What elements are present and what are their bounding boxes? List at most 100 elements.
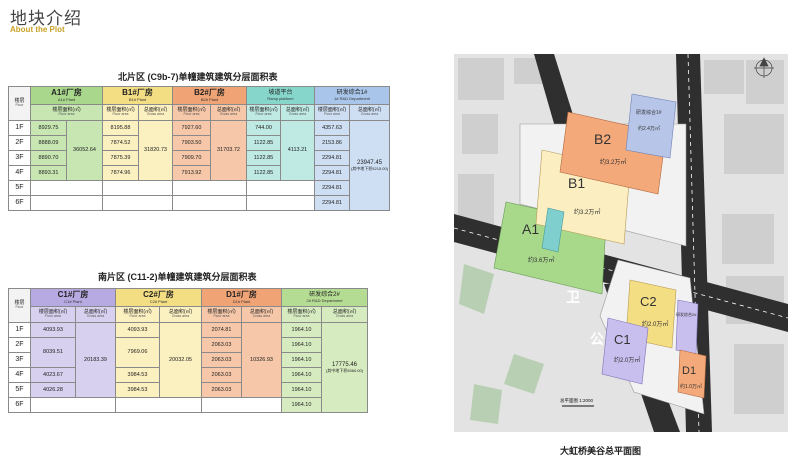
scale-bar: 总平面图 1:2000 — [560, 397, 594, 407]
floor-label: 1F — [8, 322, 31, 338]
cell: 1964.10 — [281, 352, 322, 368]
cell: 7874.96 — [102, 165, 139, 181]
cell: 1964.10 — [281, 337, 322, 353]
empty-cell — [115, 397, 202, 413]
cell: 2063.03 — [201, 337, 242, 353]
floor-label: 6F — [8, 195, 31, 211]
c2-col2: 总面积(㎡)Gross area — [159, 306, 202, 323]
rd2-label: 研发综合2# — [676, 311, 697, 317]
context-blocks — [458, 58, 784, 414]
cell: 2063.03 — [201, 367, 242, 383]
site-plan-map: 浦 卫 公 路 A1 约3.6万㎡ B1 约3.2万㎡ B2 约3.2万㎡ 研发… — [454, 54, 788, 432]
cell: 8890.70 — [30, 150, 67, 166]
cell: 4023.67 — [30, 367, 76, 383]
cell: 1964.10 — [281, 322, 322, 338]
d1-label: D1 — [682, 365, 696, 377]
a1-total: 36052.64 — [66, 120, 103, 181]
north-table-title: 北片区 (C9b-7)单幢建筑建筑分层面积表 — [118, 72, 278, 82]
cell: 8888.09 — [30, 135, 67, 151]
ramp-platform — [541, 207, 565, 253]
cell: 4026.28 — [30, 382, 76, 398]
building-labels: A1 约3.6万㎡ B1 约3.2万㎡ B2 约3.2万㎡ 研发综合1# 约2.… — [522, 109, 702, 390]
c2-col1: 楼层面积(㎡)Floor area — [115, 306, 160, 323]
cell: 7909.70 — [172, 150, 211, 166]
cell: 2063.03 — [201, 382, 242, 398]
cell: 1122.85 — [246, 150, 281, 166]
cell: 2074.81 — [201, 322, 242, 338]
c2-label: C2 — [640, 294, 657, 309]
rd2-col2: 总面积(㎡)Gross area — [320, 306, 369, 323]
ramp-total: 4113.21 — [279, 120, 316, 181]
cell: 1964.10 — [281, 367, 322, 383]
green-patches — [459, 264, 544, 424]
empty-cell — [172, 180, 247, 196]
empty-cell — [245, 180, 316, 196]
building-rd2 — [675, 299, 699, 355]
b2-col2: 总面积(㎡)Gross area — [210, 104, 247, 121]
cell: 7927.60 — [172, 120, 211, 136]
empty-cell — [102, 180, 173, 196]
floor-label: 3F — [8, 352, 31, 368]
empty-cell — [201, 397, 282, 413]
cell: 3984.53 — [115, 382, 160, 398]
cell: 4093.93 — [115, 322, 160, 338]
rd1-total: 23947.45(其中地下积5215.00) — [349, 120, 391, 211]
floor-label: 5F — [8, 382, 31, 398]
page-subtitle: About the Plot — [10, 25, 65, 34]
cell: 2063.03 — [201, 352, 242, 368]
a1-area-label: 约3.6万㎡ — [528, 256, 554, 264]
cell: 8893.31 — [30, 165, 67, 181]
cell: 1964.10 — [281, 382, 322, 398]
rd1-label: 研发综合1# — [636, 109, 662, 116]
floor-label: 5F — [8, 180, 31, 196]
cell: 2153.86 — [314, 135, 351, 151]
floor-label: 3F — [8, 150, 31, 166]
c1-area-label: 约2.0万㎡ — [614, 356, 640, 364]
cell: 2294.81 — [314, 165, 351, 181]
c2-total: 20032.05 — [159, 322, 202, 398]
building-c1 — [601, 317, 649, 385]
cell: 7875.39 — [102, 150, 139, 166]
cell: 744.00 — [246, 120, 281, 136]
cell: 8929.75 — [30, 120, 67, 136]
b1-label: B1 — [568, 175, 585, 191]
rd2-total: 17775.46(其中地下积5560.00) — [320, 322, 369, 413]
ramp-col2: 总面积(㎡)Gross area — [279, 104, 316, 121]
empty-cell — [172, 195, 247, 211]
c1-col1: 楼层面积(㎡)Floor area — [30, 306, 76, 323]
floor-label: 4F — [8, 165, 31, 181]
rd1-area-label: 约2.4万㎡ — [638, 125, 660, 132]
c2-area-label: 约2.0万㎡ — [642, 320, 668, 328]
cell: 7903.50 — [172, 135, 211, 151]
cell: 8039.51 — [30, 337, 76, 368]
page-title: 地块介绍 — [10, 9, 82, 28]
d1-col2: 总面积(㎡)Gross area — [241, 306, 282, 323]
b1-total: 31820.73 — [138, 120, 173, 181]
floor-label: 1F — [8, 120, 31, 136]
empty-cell — [245, 195, 316, 211]
cell: 7969.06 — [115, 337, 160, 368]
floor-label: 2F — [8, 135, 31, 151]
b1-col1: 楼层面积(㎡)Floor area — [102, 104, 139, 121]
cell: 2294.81 — [314, 195, 351, 211]
building-d1 — [677, 349, 707, 399]
cell: 3984.53 — [115, 367, 160, 383]
rd1-col2: 总面积(㎡)Gross area — [349, 104, 391, 121]
d1-col1: 楼层面积(㎡)Floor area — [201, 306, 242, 323]
empty-cell — [30, 397, 116, 413]
b2-total: 31703.72 — [210, 120, 247, 181]
north-arrow-icon — [754, 57, 774, 78]
cell: 1964.10 — [281, 397, 322, 413]
rd1-header: 研发综合1#1# R&D Department — [314, 86, 391, 105]
b1-area-label: 约3.2万㎡ — [574, 208, 600, 216]
a1-subheader: 楼层面积(㎡)Floor area — [30, 104, 103, 121]
cell: 8195.88 — [102, 120, 139, 136]
b1-col2: 总面积(㎡)Gross area — [138, 104, 173, 121]
